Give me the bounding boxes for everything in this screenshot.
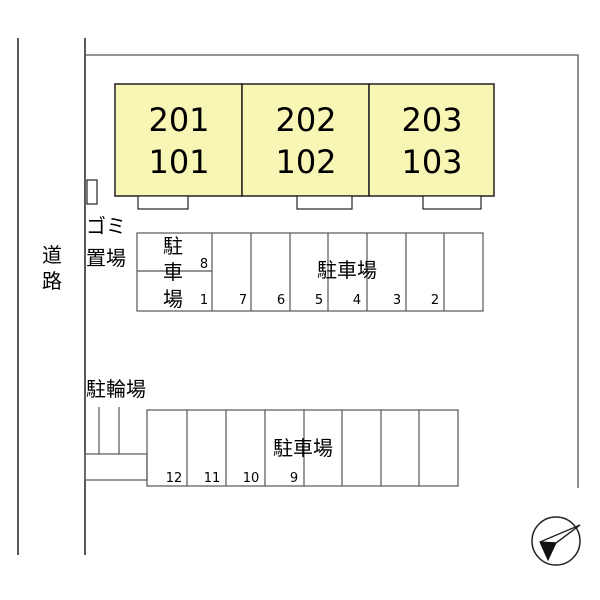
unit-103: 103 [401,143,462,181]
parking-upper: 駐 車 場 駐車場 8 1 7 6 5 4 3 2 [136,232,484,312]
slot-number-4: 4 [353,293,361,308]
slot-number-2: 2 [431,293,439,308]
slot-number-9: 9 [290,471,298,486]
bicycle-parking-label: 駐輪場 [86,377,146,401]
parking-upper-side-label-char-3: 場 [163,287,183,311]
bicycle-rack [84,453,148,481]
unit-203: 203 [401,101,462,139]
site-boundary [85,54,579,488]
road-label-char-2: 路 [42,269,62,293]
slot-number-12: 12 [166,471,183,486]
slot-number-1: 1 [200,293,208,308]
compass-icon [531,516,581,566]
unit-block-3 [368,83,495,197]
unit-201: 201 [148,101,209,139]
unit-102: 102 [275,143,336,181]
parking-upper-side-label-char-2: 車 [163,260,183,284]
parking-upper-label: 駐車場 [317,258,377,282]
slot-number-5: 5 [315,293,323,308]
entrance-step-2 [296,195,353,210]
entrance-step-3 [422,195,482,210]
unit-block-1 [114,83,243,197]
slot-number-7: 7 [239,293,247,308]
slot-number-11: 11 [204,471,221,486]
slot-number-10: 10 [243,471,260,486]
unit-block-2 [241,83,370,197]
unit-101: 101 [148,143,209,181]
road-label-char-1: 道 [42,243,62,267]
parking-upper-side-label-char-1: 駐 [163,234,183,258]
entrance-step-1 [137,195,189,210]
parking-lower-outline [146,409,459,487]
slot-number-3: 3 [393,293,401,308]
parking-lower: 駐車場 12 11 10 9 [146,409,459,487]
parking-upper-outline [136,232,484,312]
slot-number-8: 8 [200,257,208,272]
garbage-box [86,179,98,205]
building: 201 101 202 102 203 103 [114,83,495,210]
parking-lower-label: 駐車場 [273,436,333,460]
garbage-label-line2: 置場 [86,246,126,270]
slot-number-6: 6 [277,293,285,308]
unit-202: 202 [275,101,336,139]
garbage-label-line1: ゴミ [86,214,126,238]
